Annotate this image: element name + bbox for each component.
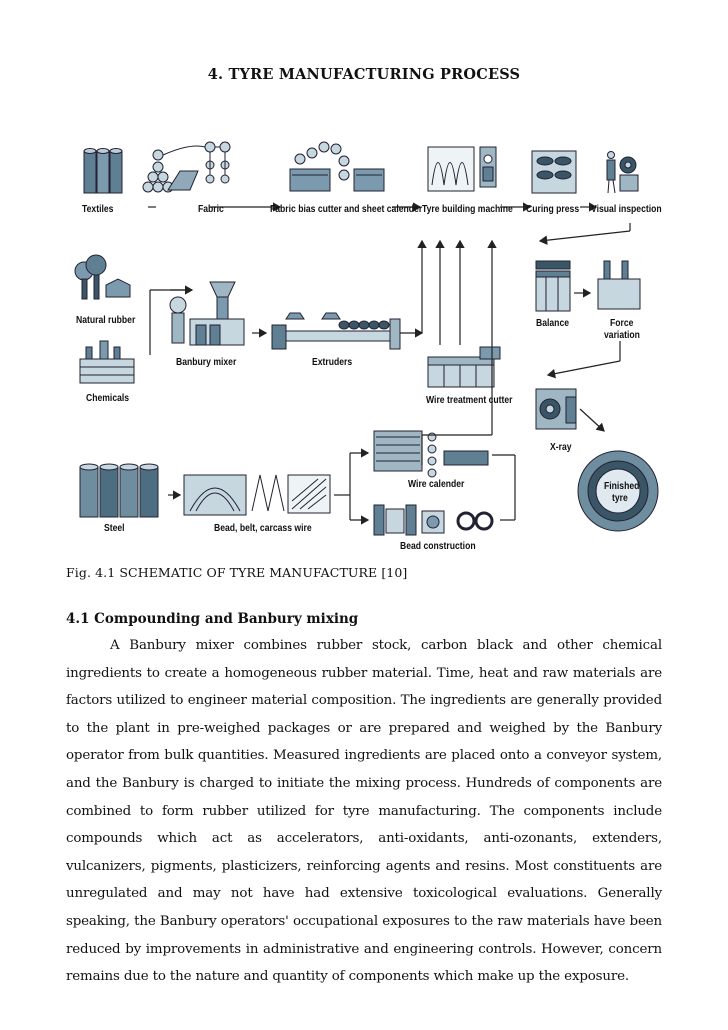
curing-press-icon bbox=[531, 150, 577, 194]
label-textiles: Textiles bbox=[82, 203, 114, 215]
label-curing-press: Curing press bbox=[526, 203, 580, 215]
label-force: Force bbox=[610, 317, 634, 329]
wire-calender-icon bbox=[373, 430, 489, 478]
label-natural-rubber: Natural rubber bbox=[76, 314, 136, 326]
page-title: 4. TYRE MANUFACTURING PROCESS bbox=[207, 66, 521, 83]
label-tyre-building-machine: Tyre building machine bbox=[422, 203, 513, 215]
fabric-bias-cutter-icon bbox=[289, 141, 385, 192]
label-steel: Steel bbox=[104, 522, 125, 534]
force-variation-icon bbox=[597, 260, 641, 310]
finished-tyre-icon bbox=[577, 450, 659, 532]
section-paragraph: A Banbury mixer combines rubber stock, c… bbox=[66, 632, 662, 991]
label-balance: Balance bbox=[536, 317, 570, 329]
tyre-manufacture-schematic: Textiles Fabric Fabric bias cutter and s… bbox=[60, 135, 668, 555]
label-wire-calender: Wire calender bbox=[408, 478, 465, 490]
label-wire-treatment-cutter: Wire treatment cutter bbox=[426, 394, 513, 406]
label-chemicals: Chemicals bbox=[86, 392, 130, 404]
natural-rubber-icon bbox=[74, 254, 131, 300]
label-fabric: Fabric bbox=[198, 203, 224, 215]
label-visual-inspection: Visual inspection bbox=[591, 203, 662, 215]
label-finished: Finished bbox=[604, 480, 640, 492]
label-fabric-bias-cutter: Fabric bias cutter and sheet calender bbox=[270, 203, 423, 215]
label-tyre: tyre bbox=[612, 492, 628, 504]
section-paragraph-text: A Banbury mixer combines rubber stock, c… bbox=[66, 638, 662, 985]
chemicals-icon bbox=[79, 340, 135, 384]
visual-inspection-icon bbox=[606, 151, 639, 194]
label-bead-belt-carcass-wire: Bead, belt, carcass wire bbox=[214, 522, 312, 534]
label-extruders: Extruders bbox=[312, 356, 353, 368]
schematic-drawing bbox=[74, 141, 659, 536]
balance-icon bbox=[535, 260, 571, 312]
label-variation: variation bbox=[604, 329, 640, 341]
tyre-building-machine-icon bbox=[427, 146, 497, 192]
label-banbury-mixer: Banbury mixer bbox=[176, 356, 237, 368]
extruders-icon bbox=[271, 312, 401, 350]
section-heading: 4.1 Compounding and Banbury mixing bbox=[66, 611, 359, 627]
textiles-rolls-icon bbox=[83, 148, 123, 194]
steel-coils-icon bbox=[79, 463, 159, 518]
x-ray-icon bbox=[535, 388, 577, 430]
wire-treatment-cutter-icon bbox=[427, 346, 501, 388]
bead-belt-carcass-wire-icon bbox=[183, 474, 331, 516]
fabric-rollers-icon bbox=[142, 141, 231, 193]
bead-construction-icon bbox=[373, 504, 494, 536]
label-bead-construction: Bead construction bbox=[400, 540, 476, 552]
label-x-ray: X-ray bbox=[550, 441, 572, 453]
flow-arrows bbox=[148, 202, 631, 525]
figure-caption: Fig. 4.1 SCHEMATIC OF TYRE MANUFACTURE [… bbox=[66, 565, 408, 580]
banbury-mixer-icon bbox=[169, 281, 245, 346]
